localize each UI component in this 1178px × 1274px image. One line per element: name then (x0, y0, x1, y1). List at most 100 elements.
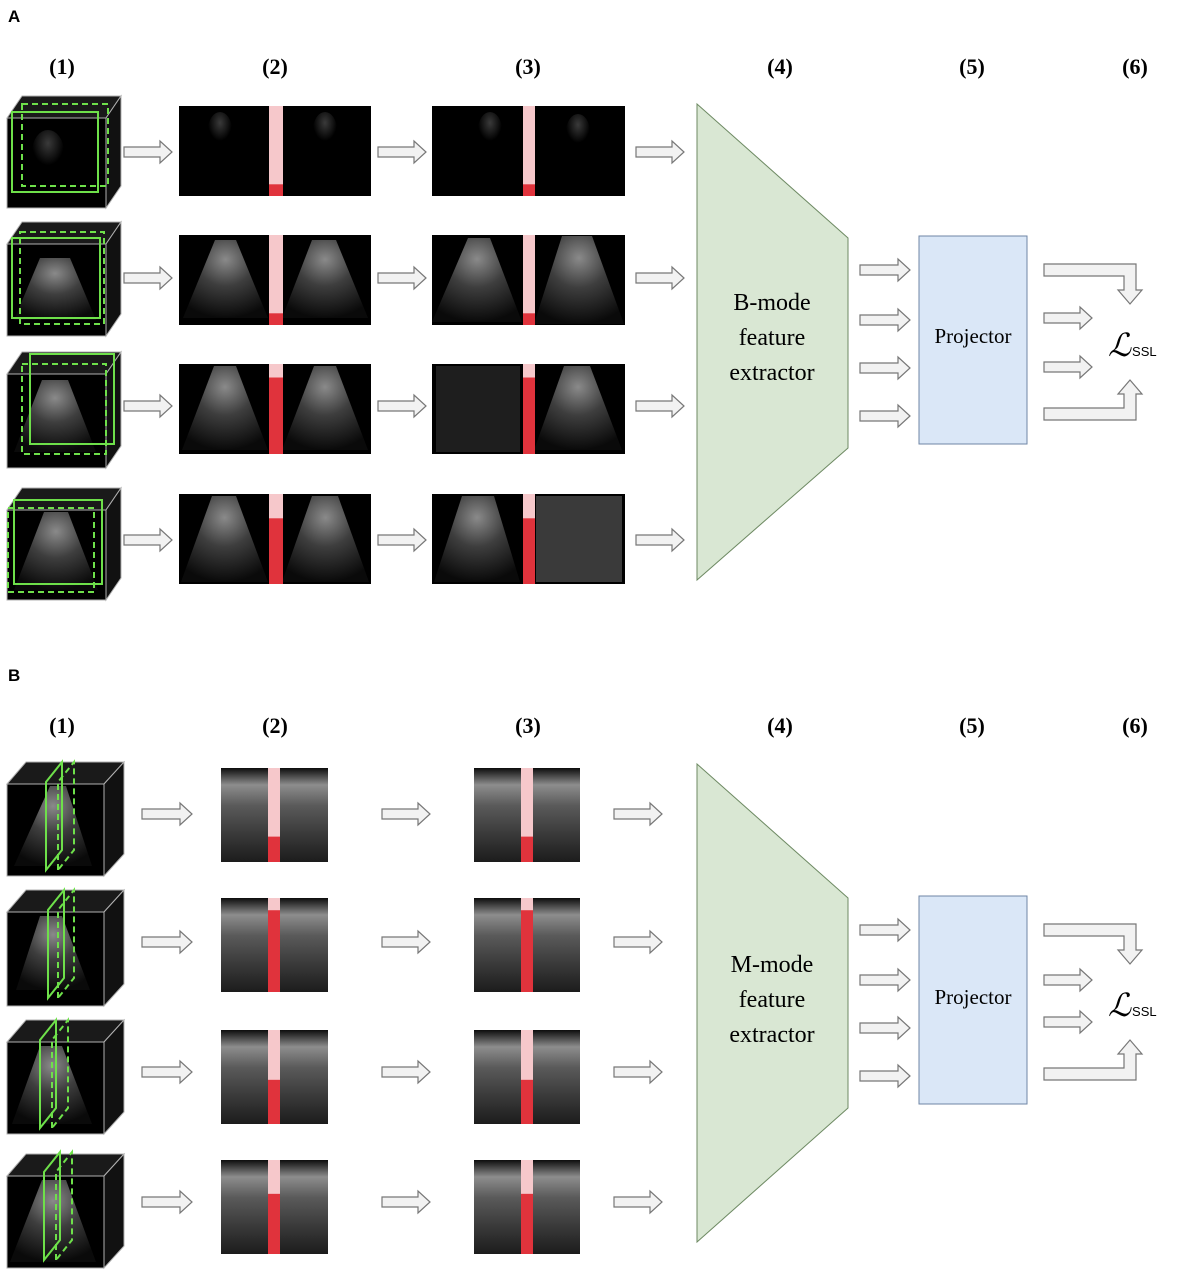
mask-bar-masked (269, 184, 283, 196)
arrow-a-5-row2 (1043, 305, 1093, 331)
panel-a-step-1: (1) (49, 54, 75, 79)
arrow-shape (859, 403, 911, 429)
arrow-shape (859, 967, 911, 993)
arrow-shape (859, 257, 911, 283)
arrow-a-3-row4 (635, 527, 685, 553)
elbow-arrow-a-bottom (1043, 379, 1144, 421)
loss-ssl-a: ℒSSL (1108, 326, 1157, 364)
elbow-arrow-b-bottom (1043, 1039, 1144, 1081)
projector-label-b: Projector (935, 985, 1012, 1009)
panel-b: B (1) (2) (3) (4) (5) (6) (5, 666, 1157, 1270)
panel-b-step-1: (1) (49, 713, 75, 738)
arrow-shape (377, 139, 427, 165)
elbow-arrow-a-top (1043, 263, 1144, 305)
loss-ssl-b: ℒSSL (1108, 986, 1157, 1024)
mask-bar-masked (268, 910, 280, 992)
arrow-shape (123, 393, 173, 419)
arrow-a-5-row3 (1043, 354, 1093, 380)
b-mode-cube-2 (6, 220, 122, 338)
mask-bar-masked (268, 836, 280, 862)
arrow-a-1-row2 (123, 265, 173, 291)
arrow-b-5-row3 (1043, 1009, 1093, 1035)
arrow-shape (1043, 305, 1093, 331)
arrow-b-1-row2 (141, 929, 193, 955)
arrow-shape (123, 265, 173, 291)
arrow-b-4-row3 (859, 1015, 911, 1041)
projector-box-a (918, 235, 1028, 445)
mask-bar-masked (521, 836, 533, 862)
panel-b-step-5: (5) (959, 713, 985, 738)
mask-bar-b-col2-row4 (268, 1160, 280, 1254)
mask-bar-unmasked (269, 106, 283, 196)
m-mode-cube-4 (5, 1149, 126, 1270)
arrow-shape (1043, 967, 1093, 993)
arrow-a-2-row1 (377, 139, 427, 165)
arrow-shape (141, 801, 193, 827)
panel-b-letter: B (8, 666, 20, 685)
m-mode-cube-3 (5, 1017, 126, 1136)
arrow-shape (635, 139, 685, 165)
arrow-shape (859, 1015, 911, 1041)
arrow-a-4-row3 (859, 355, 911, 381)
projector-box-b (918, 895, 1028, 1105)
panel-b-step-4: (4) (767, 713, 793, 738)
panel-a-step-4: (4) (767, 54, 793, 79)
panel-a-step-6: (6) (1122, 54, 1148, 79)
arrow-shape (381, 1059, 431, 1085)
mask-bar-a-col2-row4 (269, 494, 283, 584)
arrow-a-3-row2 (635, 265, 685, 291)
arrow-b-3-row1 (613, 801, 663, 827)
arrow-shape (613, 929, 663, 955)
arrow-a-3-row3 (635, 393, 685, 419)
arrow-shape (377, 265, 427, 291)
mask-bar-masked (523, 377, 535, 454)
arrow-b-4-row1 (859, 917, 911, 943)
arrow-b-1-row1 (141, 801, 193, 827)
mask-bar-masked (523, 313, 535, 325)
arrow-a-2-row2 (377, 265, 427, 291)
mask-bar-masked (521, 910, 533, 992)
mask-bar-masked (523, 518, 535, 584)
arrow-b-2-row4 (381, 1189, 431, 1215)
b-mode-cube-3 (6, 350, 122, 470)
arrow-shape (635, 393, 685, 419)
mask-bar-b-col3-row3 (521, 1030, 533, 1124)
m-mode-feature-extractor (696, 762, 849, 1244)
loss-symbol-b: ℒ (1108, 986, 1132, 1024)
b-mode-extractor-line-3: extractor (729, 360, 814, 386)
arrow-b-1-row4 (141, 1189, 193, 1215)
mask-bar-a-col2-row1 (269, 106, 283, 196)
arrow-a-2-row3 (377, 393, 427, 419)
mask-bar-a-col3-row4 (523, 494, 535, 584)
m-mode-extractor-line-1: M-mode (731, 952, 814, 978)
arrow-a-4-row2 (859, 307, 911, 333)
arrow-b-3-row2 (613, 929, 663, 955)
arrow-b-2-row3 (381, 1059, 431, 1085)
b-mode-feature-extractor (696, 102, 849, 582)
arrow-b-3-row3 (613, 1059, 663, 1085)
panel-a-step-2: (2) (262, 54, 288, 79)
mask-bar-masked (521, 1193, 533, 1254)
b-mode-extractor-line-1: B-mode (733, 290, 810, 316)
mask-bar-masked (268, 1079, 280, 1124)
arrow-a-4-row4 (859, 403, 911, 429)
arrow-shape (1043, 354, 1093, 380)
arrow-b-5-row2 (1043, 967, 1093, 993)
elbow-arrow-b-top (1043, 923, 1144, 965)
arrow-a-1-row4 (123, 527, 173, 553)
panel-b-step-6: (6) (1122, 713, 1148, 738)
arrow-b-3-row4 (613, 1189, 663, 1215)
m-mode-extractor-line-2: feature (739, 987, 806, 1013)
m-mode-cube-1 (5, 759, 126, 878)
panel-a-step-3: (3) (515, 54, 541, 79)
mask-bar-a-col3-row1 (523, 106, 535, 196)
arrow-shape (381, 1189, 431, 1215)
b-mode-cube-1 (6, 94, 122, 210)
panel-a-step-5: (5) (959, 54, 985, 79)
mask-bar-b-col3-row4 (521, 1160, 533, 1254)
mask-bar-unmasked (523, 106, 535, 196)
mask-bar-a-col2-row3 (269, 364, 283, 454)
mask-bar-b-col3-row2 (521, 898, 533, 992)
mask-bar-b-col2-row3 (268, 1030, 280, 1124)
mask-bar-a-col3-row3 (523, 364, 535, 454)
